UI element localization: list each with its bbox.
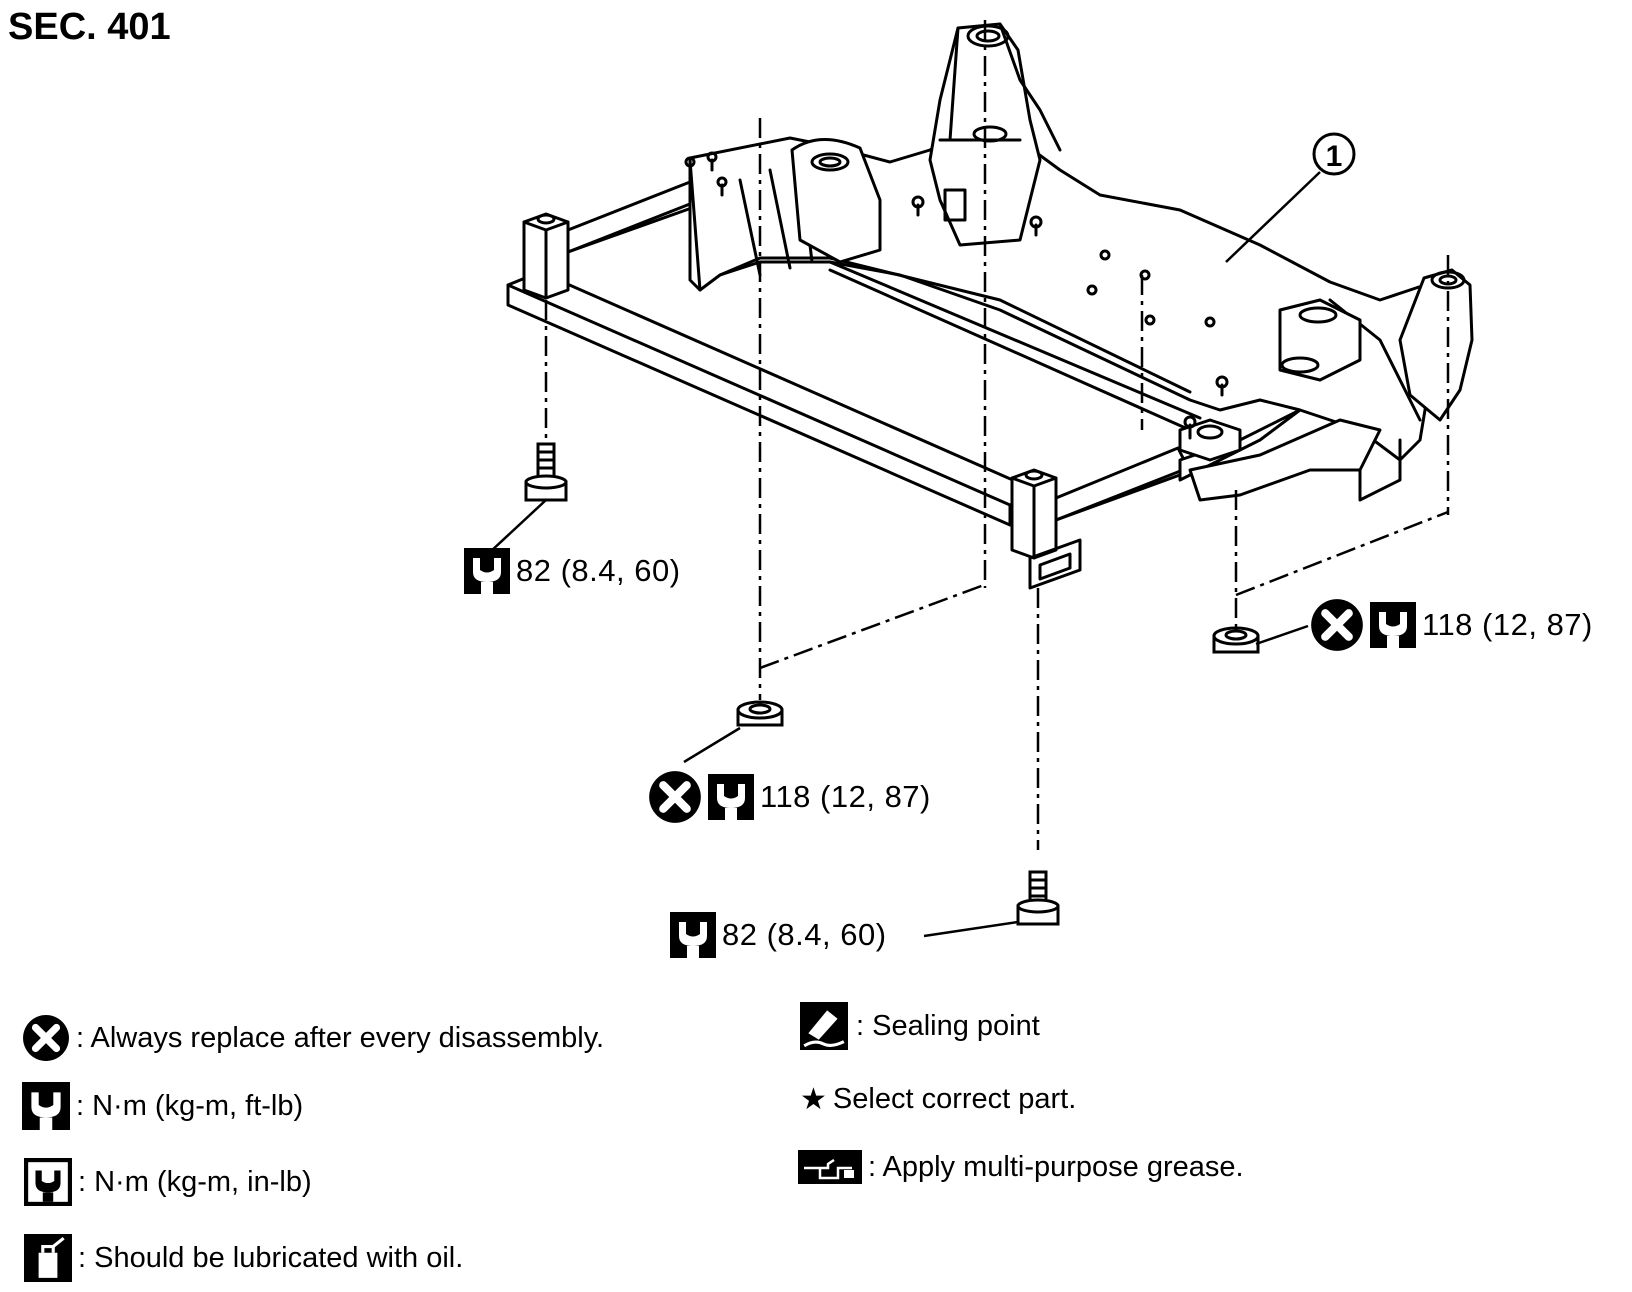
replace-x-icon xyxy=(1311,599,1363,651)
legend-torque-inlb: : N·m (kg-m, in-lb) xyxy=(24,1158,312,1206)
sealant-icon xyxy=(800,1002,848,1050)
legend-sealing-text: : Sealing point xyxy=(856,1009,1040,1042)
leader-bottom-bolt xyxy=(923,920,1019,938)
torque-wrench-icon xyxy=(708,774,754,820)
torque-wrench-icon xyxy=(464,548,510,594)
legend-grease-text: : Apply multi-purpose grease. xyxy=(868,1150,1244,1183)
callout-nut-center-text: 118 (12, 87) xyxy=(760,779,931,814)
leader-center-nut xyxy=(683,726,741,764)
legend-torque-inlb-text: : N·m (kg-m, in-lb) xyxy=(78,1165,312,1198)
callout-bolt-left: 82 (8.4, 60) xyxy=(464,548,681,594)
bolt-bottom xyxy=(1016,870,1060,926)
leader-left-bolt xyxy=(489,499,547,553)
torque-wrench-inlb-icon xyxy=(24,1158,72,1206)
torque-wrench-icon xyxy=(670,912,716,958)
leader-part-1 xyxy=(1225,171,1321,263)
legend-torque-ftlb: : N·m (kg-m, ft-lb) xyxy=(22,1082,303,1130)
torque-wrench-icon xyxy=(22,1082,70,1130)
left-end-post xyxy=(522,212,570,300)
callout-bolt-bottom-text: 82 (8.4, 60) xyxy=(722,917,887,952)
replace-x-icon xyxy=(23,1015,69,1061)
star-icon: ★ xyxy=(800,1083,827,1116)
legend-replace: : Always replace after every disassembly… xyxy=(22,1014,604,1062)
part-marker-1: 1 xyxy=(1312,132,1356,176)
lower-right-arm xyxy=(1188,418,1402,502)
legend-select-part: ★ Select correct part. xyxy=(800,1082,1076,1117)
oil-can-icon xyxy=(24,1234,72,1282)
leader-right-nut xyxy=(1255,624,1309,646)
right-end-post xyxy=(1010,468,1082,590)
callout-bolt-bottom: 82 (8.4, 60) xyxy=(670,912,887,958)
section-label: SEC. 401 xyxy=(8,6,171,48)
align-line-center-nut-diag xyxy=(759,583,985,670)
bolt-left xyxy=(524,442,568,502)
align-line-right-nut-diag xyxy=(1235,510,1449,597)
callout-nut-center: 118 (12, 87) xyxy=(648,770,931,824)
legend-torque-ftlb-text: : N·m (kg-m, ft-lb) xyxy=(76,1089,304,1122)
grease-gun-icon xyxy=(798,1150,862,1184)
torque-wrench-icon xyxy=(1370,602,1416,648)
callout-nut-right-text: 118 (12, 87) xyxy=(1422,607,1593,642)
right-mount-tower xyxy=(1328,268,1474,422)
mount-studs xyxy=(684,151,1229,440)
callout-nut-right: 118 (12, 87) xyxy=(1310,598,1593,652)
legend-grease: : Apply multi-purpose grease. xyxy=(798,1150,1244,1184)
right-front-bracket xyxy=(1178,298,1362,462)
right-side-rail xyxy=(1054,446,1190,522)
legend-replace-text: : Always replace after every disassembly… xyxy=(76,1021,605,1054)
legend-select-part-text: Select correct part. xyxy=(832,1083,1077,1115)
callout-bolt-left-text: 82 (8.4, 60) xyxy=(516,553,681,588)
nut-center xyxy=(736,700,784,727)
left-side-rail xyxy=(566,180,702,254)
legend-sealing: : Sealing point xyxy=(798,1002,1040,1050)
legend-lubricate-text: : Should be lubricated with oil. xyxy=(78,1241,464,1274)
fasteners xyxy=(524,442,1260,926)
replace-x-icon xyxy=(649,771,701,823)
front-crossmember xyxy=(506,270,1042,527)
legend-lubricate: : Should be lubricated with oil. xyxy=(24,1234,463,1282)
left-mount-tower xyxy=(790,138,882,264)
part-marker-number: 1 xyxy=(1326,140,1343,173)
nut-right xyxy=(1212,626,1260,654)
